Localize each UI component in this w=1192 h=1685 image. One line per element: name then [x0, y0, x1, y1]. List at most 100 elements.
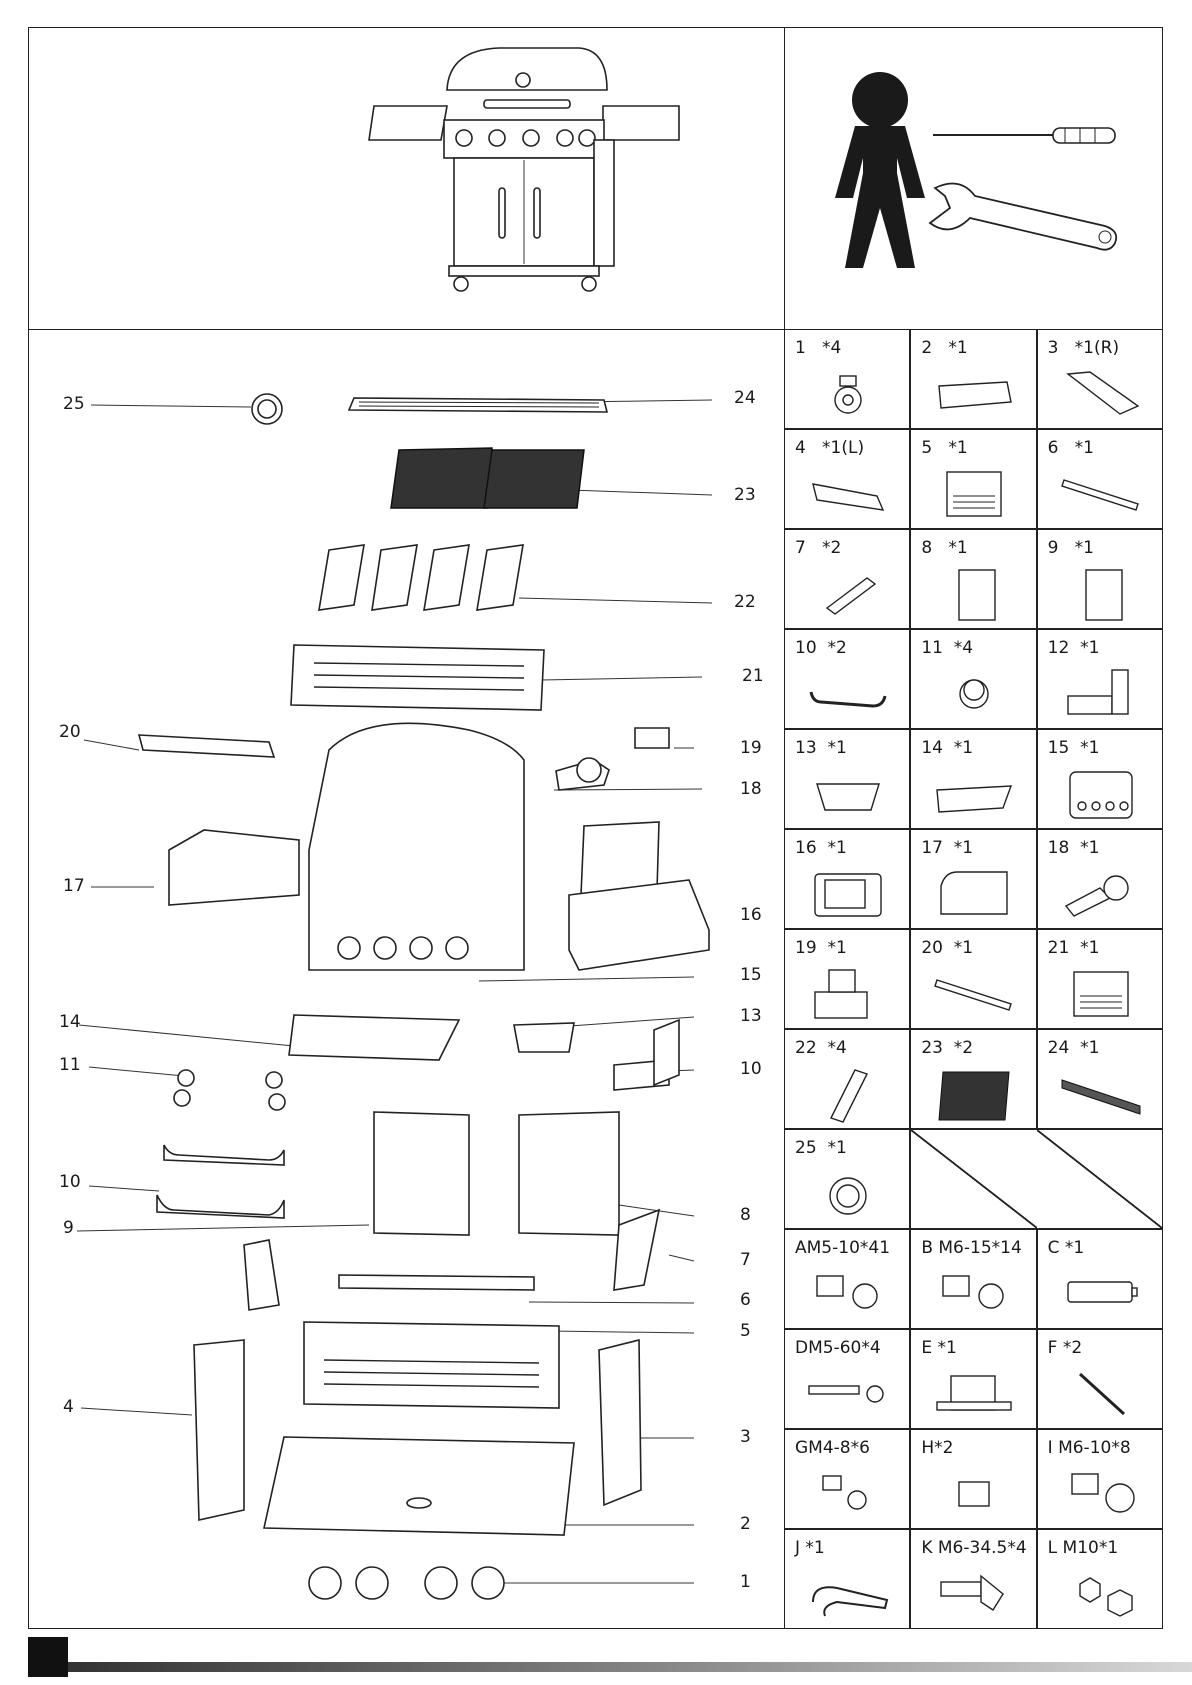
part-cell: H*2 [910, 1429, 1037, 1529]
part-cell: 6 *1 [1036, 429, 1163, 529]
part-cell: 16 *1 [784, 829, 911, 929]
igniter-icon [936, 1375, 1013, 1411]
part-cell: L M10*1 [1036, 1529, 1163, 1629]
part-label: DM5-60*4 [795, 1338, 881, 1358]
left-side-panel-icon [812, 483, 885, 511]
front-brace-icon [1060, 479, 1139, 511]
part-cell: 17 *1 [910, 829, 1037, 929]
part-cell: 18 *1 [1036, 829, 1163, 929]
nut-icon [1078, 1577, 1133, 1617]
callout-2: 2 [740, 1514, 751, 1534]
tools-illustration [835, 72, 1118, 268]
part-label: 15 *1 [1047, 738, 1100, 758]
assembled-grill-panel [28, 27, 785, 330]
part-label: GM4-8*6 [795, 1438, 870, 1458]
part-cell [1036, 1129, 1163, 1229]
part-cell: C *1 [1036, 1229, 1163, 1329]
callout-18: 18 [740, 779, 762, 799]
grease-cup-icon [816, 783, 880, 811]
callout-22: 22 [734, 592, 756, 612]
assembled-grill-illustration [368, 47, 680, 292]
part-label: F *2 [1047, 1338, 1083, 1358]
pin-icon [1078, 1372, 1125, 1416]
part-label: H*2 [921, 1438, 954, 1458]
part-cell: I M6-10*8 [1036, 1429, 1163, 1529]
part-cell: 4 *1(L) [784, 429, 911, 529]
person-icon [835, 72, 925, 268]
part-cell: GM4-8*6 [784, 1429, 911, 1529]
cooking-grate-icon [938, 1071, 1010, 1121]
footer-gradient-bar [68, 1662, 1192, 1672]
part-cell: 12 *1 [1036, 629, 1163, 729]
part-label: 24 *1 [1047, 1038, 1100, 1058]
warming-rack-icon [1061, 1079, 1141, 1115]
side-shelf-icon [940, 871, 1009, 915]
part-label: 9 *1 [1047, 538, 1094, 558]
part-cell: 2 *1 [910, 329, 1037, 429]
burner-bracket-icon [814, 969, 868, 1019]
part-cell [910, 1129, 1037, 1229]
part-label: 16 *1 [795, 838, 847, 858]
right-side-panel-icon [1065, 371, 1140, 415]
callout-25: 25 [63, 394, 85, 414]
part-label: J *1 [795, 1538, 825, 1558]
callout-17: 17 [63, 876, 85, 896]
callout-14: 14 [59, 1012, 81, 1032]
part-label: 4 *1(L) [795, 438, 865, 458]
part-label: 12 *1 [1047, 638, 1100, 658]
rear-vent-panel-icon [1072, 971, 1129, 1017]
part-label: L M10*1 [1047, 1538, 1119, 1558]
shoulder-bolt-icon [940, 1574, 1005, 1611]
exploded-view-diagram [76, 393, 713, 1600]
part-cell: 15 *1 [1036, 729, 1163, 829]
callout-19: 19 [740, 738, 762, 758]
callout-16: 16 [740, 905, 762, 925]
callout-20: 20 [59, 722, 81, 742]
grill-body-icon [1068, 771, 1133, 819]
door-left-icon [1084, 569, 1123, 621]
part-cell: 5 *1 [910, 429, 1037, 529]
part-label: B M6-15*14 [921, 1238, 1022, 1258]
exploded-view-panel: 25 24 23 22 21 20 19 18 17 16 15 14 13 1… [28, 329, 785, 1629]
thermometer-icon [829, 1177, 867, 1215]
part-label: 1 *4 [795, 338, 842, 358]
match-holder-icon [812, 1586, 889, 1617]
part-cell: AM5-10*41 [784, 1229, 911, 1329]
part-label: AM5-10*41 [795, 1238, 891, 1258]
flange-screw-icon [1070, 1473, 1135, 1513]
callout-1: 1 [740, 1572, 751, 1592]
screwdriver-icon [933, 127, 1116, 144]
part-label: K M6-34.5*4 [921, 1538, 1027, 1558]
part-cell: 22 *4 [784, 1029, 911, 1129]
part-label: 21 *1 [1047, 938, 1100, 958]
long-bolt-icon [808, 1385, 884, 1403]
callout-3: 3 [740, 1427, 751, 1447]
callout-6: 6 [740, 1290, 751, 1310]
part-label: 2 *1 [921, 338, 968, 358]
part-label: E *1 [921, 1338, 957, 1358]
part-label: 22 *4 [795, 1038, 847, 1058]
tools-panel [784, 27, 1163, 330]
part-label: 23 *2 [921, 1038, 974, 1058]
part-cell: 9 *1 [1036, 529, 1163, 629]
part-label: 3 *1(R) [1047, 338, 1120, 358]
part-cell: 10 *2 [784, 629, 911, 729]
callout-8: 8 [740, 1205, 751, 1225]
part-cell: 19 *1 [784, 929, 911, 1029]
part-cell: 8 *1 [910, 529, 1037, 629]
callout-7: 7 [740, 1250, 751, 1270]
bracket-icon [825, 577, 877, 615]
part-cell: F *2 [1036, 1329, 1163, 1429]
callout-10-left: 10 [59, 1172, 81, 1192]
part-label: C *1 [1047, 1238, 1085, 1258]
part-cell: 25 *1 [784, 1129, 911, 1229]
caster-wheel-icon [834, 375, 862, 414]
part-cell: 14 *1 [910, 729, 1037, 829]
screw-icon [816, 1275, 878, 1309]
callout-9: 9 [63, 1218, 74, 1238]
grease-tray-icon [936, 785, 1013, 813]
callout-4: 4 [63, 1397, 74, 1417]
part-label: 5 *1 [921, 438, 968, 458]
handle-icon [809, 691, 887, 708]
callout-13: 13 [740, 1006, 762, 1026]
